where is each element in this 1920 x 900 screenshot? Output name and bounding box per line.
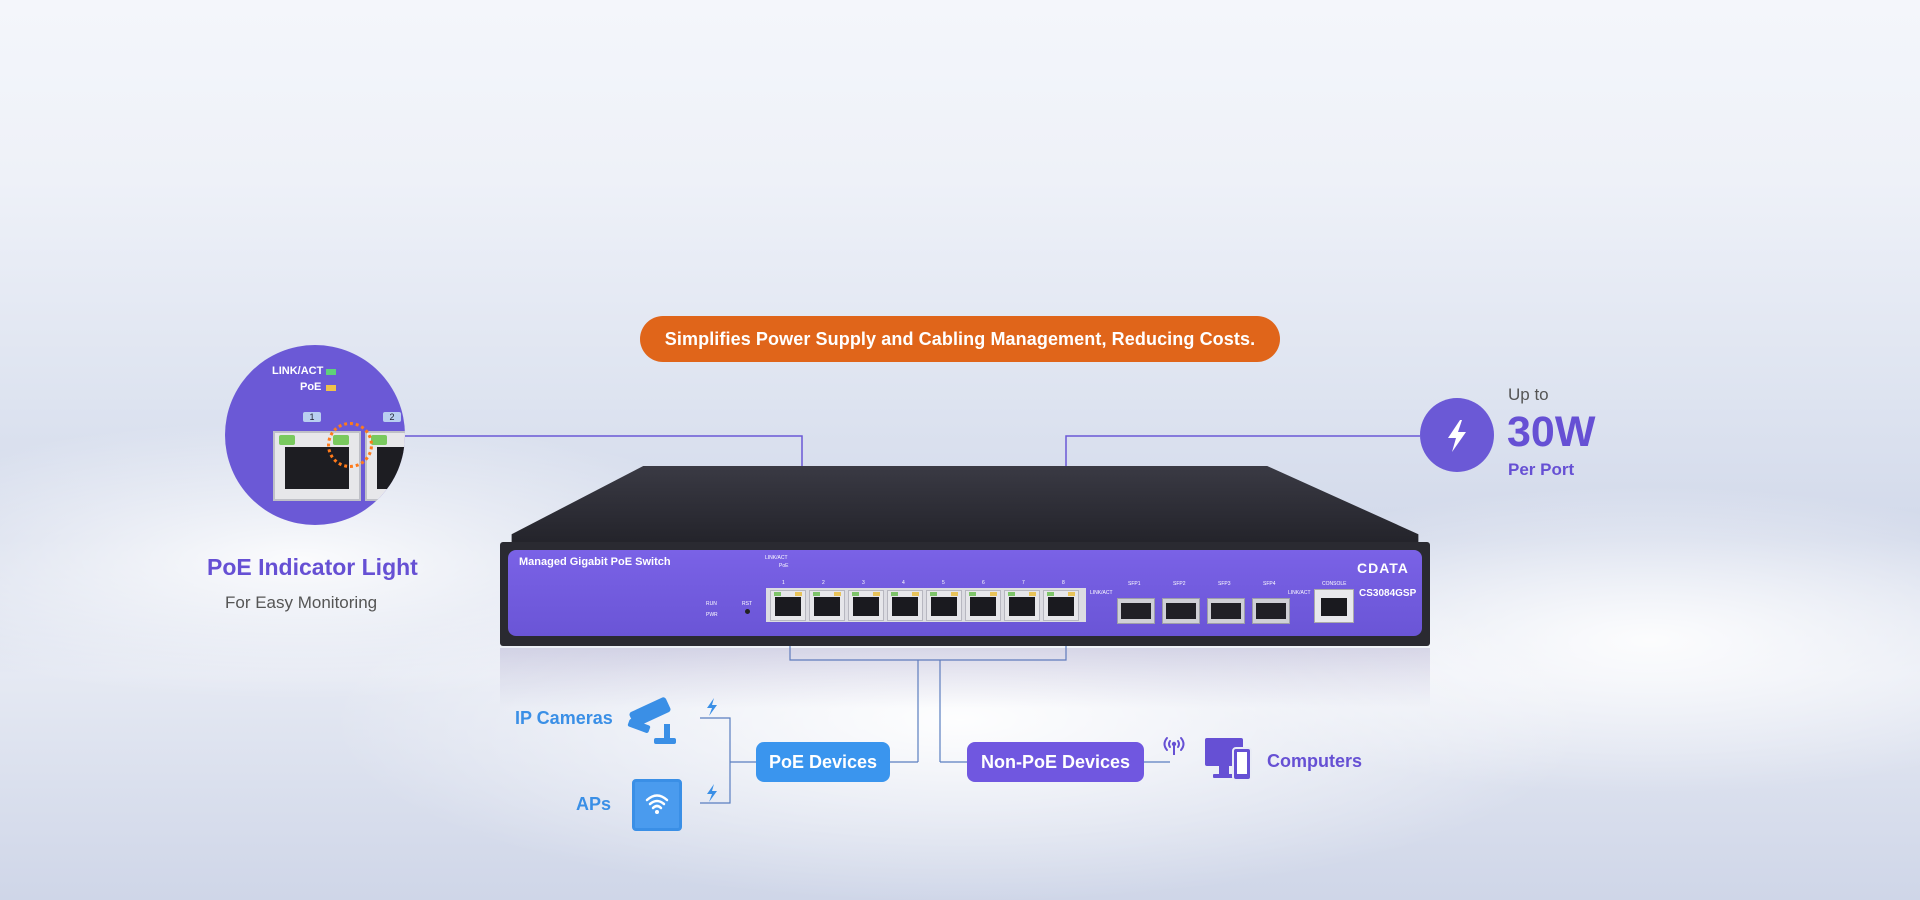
bolt-icon	[707, 698, 717, 716]
reset-button[interactable]	[745, 609, 750, 614]
zoom-link-led	[326, 369, 336, 375]
sfp-label: SFP1	[1128, 581, 1141, 587]
switch-reflection	[500, 648, 1430, 708]
switch-poe-label: PoE	[779, 563, 789, 569]
rj45-port[interactable]	[1043, 590, 1079, 621]
headline-banner: Simplifies Power Supply and Cabling Mana…	[640, 316, 1280, 362]
switch-name: Managed Gigabit PoE Switch	[519, 556, 671, 568]
sfp-link-act-label: LINK/ACT	[1288, 590, 1311, 596]
zoom-link-act-label: LINK/ACT	[272, 365, 324, 377]
highlight-ring	[327, 422, 373, 468]
port-number: 2	[822, 580, 825, 586]
rj45-port[interactable]	[926, 590, 962, 621]
rj45-link-act-label: LINK/ACT	[1090, 590, 1113, 596]
port-number: 6	[982, 580, 985, 586]
console-label: CONSOLE	[1322, 581, 1347, 587]
sfp-port[interactable]	[1162, 598, 1200, 624]
wifi-icon	[645, 794, 669, 814]
sfp-port[interactable]	[1252, 598, 1290, 624]
pwr-label: PWR	[706, 612, 718, 618]
poe-indicator-subtitle: For Easy Monitoring	[225, 593, 378, 612]
zoom-poe-label: PoE	[300, 381, 322, 393]
poe-devices-pill: PoE Devices	[756, 742, 890, 782]
bolt-icon	[1448, 420, 1466, 452]
zoom-port2-number: 2	[383, 412, 401, 422]
aps-label: APs	[576, 794, 612, 814]
non-poe-devices-pill: Non-PoE Devices	[967, 742, 1144, 782]
port-number: 3	[862, 580, 865, 586]
rj45-port[interactable]	[965, 590, 1001, 621]
zoom-poe-led	[326, 385, 336, 391]
computer-icon	[1205, 738, 1252, 781]
camera-icon	[627, 697, 676, 744]
computers-label: Computers	[1267, 751, 1363, 771]
zoom-port-1	[273, 431, 361, 501]
port-number: 1	[782, 580, 785, 586]
rj45-port[interactable]	[848, 590, 884, 621]
power-suffix: Per Port	[1508, 460, 1575, 479]
switch-link-act-label: LINK/ACT	[765, 555, 788, 561]
brand-logo: CDATA	[1357, 560, 1409, 576]
ip-cameras-label: IP Cameras	[515, 708, 613, 728]
port-number: 8	[1062, 580, 1065, 586]
switch-model: CS3084GSP	[1359, 588, 1417, 599]
port-number: 5	[942, 580, 945, 586]
rj45-port[interactable]	[887, 590, 923, 621]
sfp-label: SFP3	[1218, 581, 1231, 587]
access-point-device	[632, 779, 682, 831]
signal-icon	[1163, 737, 1185, 755]
sfp-label: SFP4	[1263, 581, 1276, 587]
rj45-port[interactable]	[809, 590, 845, 621]
sfp-port[interactable]	[1207, 598, 1245, 624]
indicator-zoom-circle: LINK/ACT PoE 1 2	[225, 345, 405, 525]
rj45-port[interactable]	[1004, 590, 1040, 621]
sfp-port[interactable]	[1117, 598, 1155, 624]
console-port[interactable]	[1314, 589, 1354, 623]
run-label: RUN	[706, 601, 717, 607]
sfp-label: SFP2	[1173, 581, 1186, 587]
switch-top-panel	[511, 466, 1419, 544]
rst-label: RST	[742, 601, 752, 607]
port-number: 7	[1022, 580, 1025, 586]
port-number: 4	[902, 580, 905, 586]
power-prefix: Up to	[1508, 385, 1549, 404]
rj45-port[interactable]	[770, 590, 806, 621]
bolt-icon	[707, 784, 717, 802]
zoom-port1-number: 1	[303, 412, 321, 422]
poe-indicator-title: PoE Indicator Light	[207, 554, 418, 580]
power-badge	[1420, 398, 1494, 472]
power-value: 30W	[1507, 408, 1596, 456]
